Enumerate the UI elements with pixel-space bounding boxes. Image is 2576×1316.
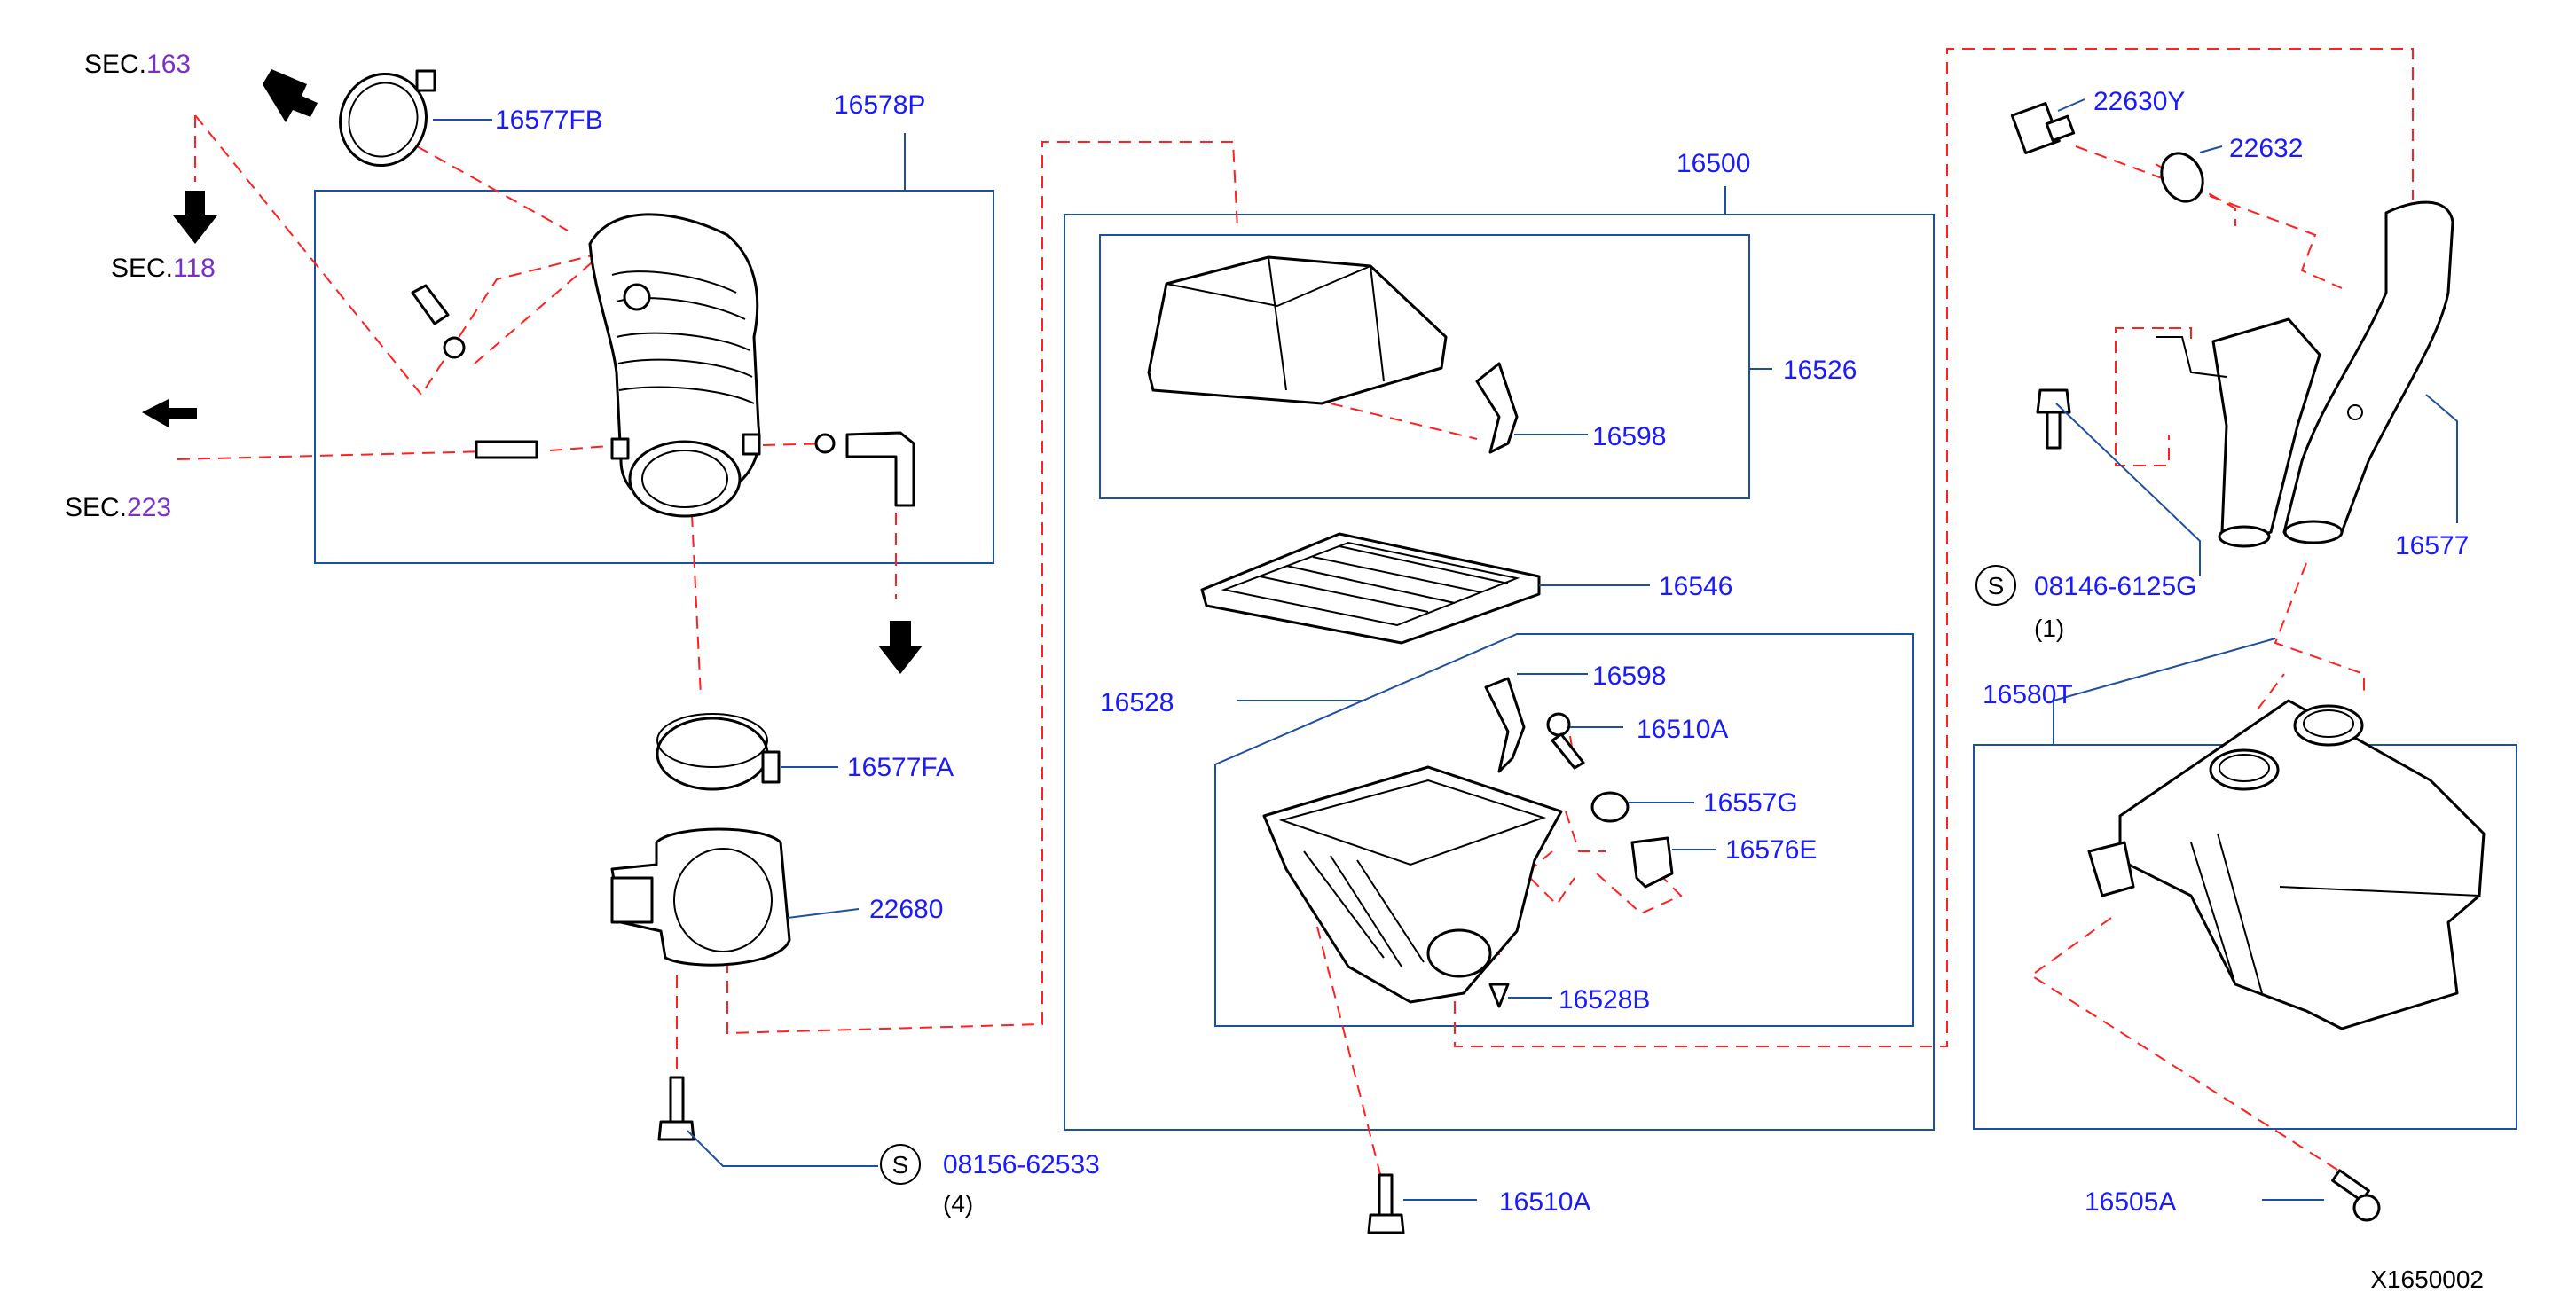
bolt-16505A-part bbox=[2331, 1169, 2381, 1222]
qty-1: (1) bbox=[2034, 615, 2064, 642]
label-16505A[interactable]: 16505A bbox=[2085, 1187, 2176, 1217]
label-16578P[interactable]: 16578P bbox=[834, 90, 925, 120]
air-duct-part bbox=[588, 213, 761, 518]
label-16528[interactable]: 16528 bbox=[1100, 688, 1174, 717]
label-16598-upper[interactable]: 16598 bbox=[1592, 422, 1666, 451]
bolt-16510Aa-part bbox=[1546, 712, 1585, 770]
sensor-22630Y-part bbox=[2010, 102, 2076, 155]
sec118-label[interactable]: SEC.118 bbox=[111, 254, 216, 283]
diagram-id: X1650002 bbox=[2370, 1265, 2484, 1293]
small-fittings bbox=[411, 284, 915, 507]
bolt-08156-part bbox=[657, 1076, 695, 1141]
label-22630Y[interactable]: 22630Y bbox=[2093, 87, 2185, 116]
o-ring-22632-part bbox=[2160, 152, 2204, 203]
label-22680[interactable]: 22680 bbox=[869, 895, 943, 924]
sec223-label[interactable]: SEC.223 bbox=[65, 493, 171, 522]
clip-16598b-part bbox=[1484, 677, 1526, 773]
label-16546[interactable]: 16546 bbox=[1659, 572, 1732, 601]
clamp-16577FB-part bbox=[339, 69, 436, 168]
label-16576E[interactable]: 16576E bbox=[1725, 835, 1817, 865]
label-16557G[interactable]: 16557G bbox=[1703, 788, 1798, 818]
s-symbol-1: S bbox=[880, 1144, 921, 1185]
insulator-16576E-part bbox=[1630, 836, 1674, 889]
arrow-to-sec163-icon bbox=[263, 69, 318, 122]
arrow-to-sec223-icon bbox=[142, 399, 197, 427]
box-16526 bbox=[1099, 234, 1750, 499]
label-16528B[interactable]: 16528B bbox=[1559, 985, 1650, 1014]
air-cleaner-upper-part bbox=[1147, 255, 1448, 405]
label-08146-6125G[interactable]: 08146-6125G bbox=[2034, 572, 2197, 601]
box-16500 bbox=[1064, 214, 1935, 1131]
label-16500[interactable]: 16500 bbox=[1677, 149, 1750, 178]
label-16577FA[interactable]: 16577FA bbox=[847, 753, 954, 782]
label-16580T[interactable]: 16580T bbox=[1983, 680, 2073, 709]
label-08156-62533[interactable]: 08156-62533 bbox=[943, 1150, 1100, 1179]
grommet-16557G-part bbox=[1590, 791, 1630, 823]
label-16526[interactable]: 16526 bbox=[1783, 356, 1857, 385]
label-16577FB[interactable]: 16577FB bbox=[495, 106, 603, 135]
clip-16598-part bbox=[1475, 362, 1519, 454]
clamp-16577FA-part bbox=[656, 713, 781, 791]
s-symbol-2: S bbox=[1975, 565, 2016, 606]
label-16510A-lower[interactable]: 16510A bbox=[1499, 1187, 1590, 1217]
clip-16528B-part bbox=[1488, 983, 1510, 1008]
bolt-16510Ab-part bbox=[1367, 1173, 1405, 1234]
label-16598-lower[interactable]: 16598 bbox=[1592, 662, 1666, 691]
svg-text:S: S bbox=[1988, 572, 2005, 599]
label-16510A-upper[interactable]: 16510A bbox=[1637, 715, 1728, 744]
box-16578P bbox=[314, 190, 994, 564]
arrow-to-sec118-icon bbox=[173, 191, 217, 244]
qty-4: (4) bbox=[943, 1190, 973, 1218]
sec163-label[interactable]: SEC.163 bbox=[84, 50, 191, 79]
resonator-16580T-part bbox=[2087, 699, 2486, 1030]
label-leaders bbox=[433, 98, 2458, 1201]
arrow-down-icon bbox=[878, 621, 923, 674]
box-16528 bbox=[1214, 633, 1914, 1027]
maf-sensor-part bbox=[610, 827, 791, 967]
bolt-08146-part bbox=[2036, 388, 2071, 450]
air-cleaner-lower-part bbox=[1262, 765, 1563, 1004]
duct-16577-part bbox=[2156, 200, 2454, 548]
label-16577[interactable]: 16577 bbox=[2395, 531, 2469, 560]
filter-element-part bbox=[1200, 532, 1541, 645]
label-22632[interactable]: 22632 bbox=[2229, 134, 2303, 163]
svg-text:S: S bbox=[892, 1151, 909, 1179]
